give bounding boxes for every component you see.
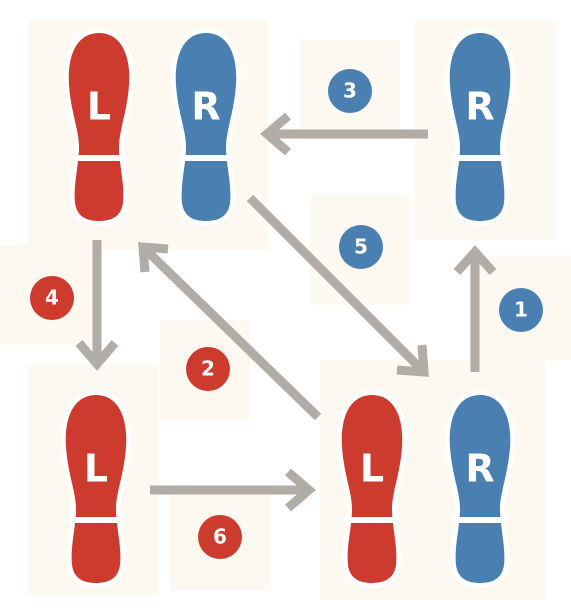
footprint-bottom-mid-left: L (342, 395, 403, 583)
footprint-letter: R (191, 85, 220, 129)
step-number: 4 (45, 286, 59, 310)
step-badge-circle (186, 347, 230, 391)
arrows (75, 112, 497, 512)
heel-divider (452, 517, 508, 523)
heel-divider (71, 155, 127, 161)
step-badge-3: 3 (328, 69, 372, 113)
heel-divider (344, 517, 400, 523)
heel-divider (452, 155, 508, 161)
footprint-top-right: R (450, 33, 511, 221)
arrow-step-5 (246, 194, 429, 377)
footprint-bottom-left: L (66, 395, 127, 583)
arrow-step-6 (150, 468, 316, 512)
step-badge-circle (328, 69, 372, 113)
heel-divider (178, 155, 234, 161)
footprint-letter: R (465, 85, 494, 129)
step-badge-circle (339, 225, 383, 269)
step-badge-circle (198, 515, 242, 559)
heel-divider (68, 517, 124, 523)
step-badge-circle (499, 288, 543, 332)
step-badge-2: 2 (186, 347, 230, 391)
arrow-step-1 (453, 245, 497, 372)
step-number: 2 (201, 357, 215, 381)
step-number: 6 (213, 525, 227, 549)
footprint-start-left: L (69, 33, 130, 221)
footprint-letter: R (465, 447, 494, 491)
step-number: 5 (354, 235, 368, 259)
footprint-bottom-right: R (450, 395, 511, 583)
step-badges: 1 2 3 4 5 6 (30, 69, 543, 559)
step-badge-6: 6 (198, 515, 242, 559)
footprint-letter: L (87, 85, 111, 129)
step-badge-5: 5 (339, 225, 383, 269)
step-badge-circle (30, 276, 74, 320)
arrow-step-4 (75, 240, 119, 371)
footprint-letter: L (360, 447, 384, 491)
footprints: L R R L L R (66, 33, 511, 583)
step-badge-4: 4 (30, 276, 74, 320)
footprint-letter: L (84, 447, 108, 491)
footprint-start-right: R (176, 33, 237, 221)
step-number: 1 (514, 298, 528, 322)
arrow-step-2 (138, 242, 322, 421)
step-number: 3 (343, 79, 357, 103)
step-badge-1: 1 (499, 288, 543, 332)
arrow-step-3 (260, 112, 428, 156)
